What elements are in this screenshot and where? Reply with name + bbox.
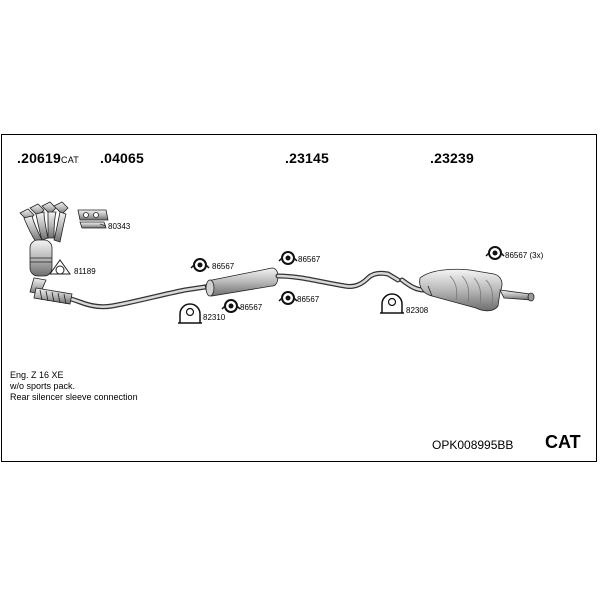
- part-label-hanger: 82310: [203, 313, 226, 322]
- sensor-ring-icon: [49, 259, 71, 275]
- middle-silencer: [204, 267, 401, 297]
- header-catalyst: .20619CAT: [17, 150, 79, 166]
- part-label-clamp: 86567: [240, 303, 263, 312]
- header-catalyst-number: .20619: [17, 150, 62, 166]
- fitment-notes: Eng. Z 16 XE w/o sports pack. Rear silen…: [10, 370, 138, 403]
- hanger-icon: [178, 303, 202, 324]
- manifold-gasket: [77, 209, 109, 229]
- clamp-icon: [221, 299, 241, 313]
- cat-badge: CAT: [545, 432, 581, 452]
- part-label-clamp: 86567: [298, 255, 321, 264]
- diagram-frame: [1, 134, 597, 462]
- note-sports-pack: w/o sports pack.: [10, 381, 76, 391]
- note-connection: Rear silencer sleeve connection: [10, 392, 138, 402]
- clamp-icon: [278, 291, 298, 305]
- header-middle-silencer: .23145: [285, 150, 330, 166]
- hanger-icon: [380, 293, 404, 314]
- part-label-clamp: 86567: [297, 295, 320, 304]
- clamp-icon: [190, 258, 210, 272]
- part-label-sensor-ring: 81189: [74, 267, 96, 276]
- part-label-clamp-rear: 86567 (3x): [505, 251, 544, 260]
- clamp-icon: [278, 251, 298, 265]
- header-front-pipe: .04065: [100, 150, 145, 166]
- header-catalyst-suffix: CAT: [61, 155, 79, 165]
- clamp-icon: [485, 246, 505, 260]
- rear-silencer: [399, 268, 535, 312]
- header-rear-silencer: .23239: [430, 150, 475, 166]
- front-pipe: [33, 284, 208, 310]
- part-label-gasket: 80343: [108, 222, 131, 231]
- part-label-hanger: 82308: [406, 306, 429, 315]
- note-engine: Eng. Z 16 XE: [10, 370, 64, 380]
- kit-reference: OPK008995BB: [432, 438, 514, 452]
- manifold-catalyst: [19, 201, 69, 295]
- part-label-clamp: 86567: [212, 262, 235, 271]
